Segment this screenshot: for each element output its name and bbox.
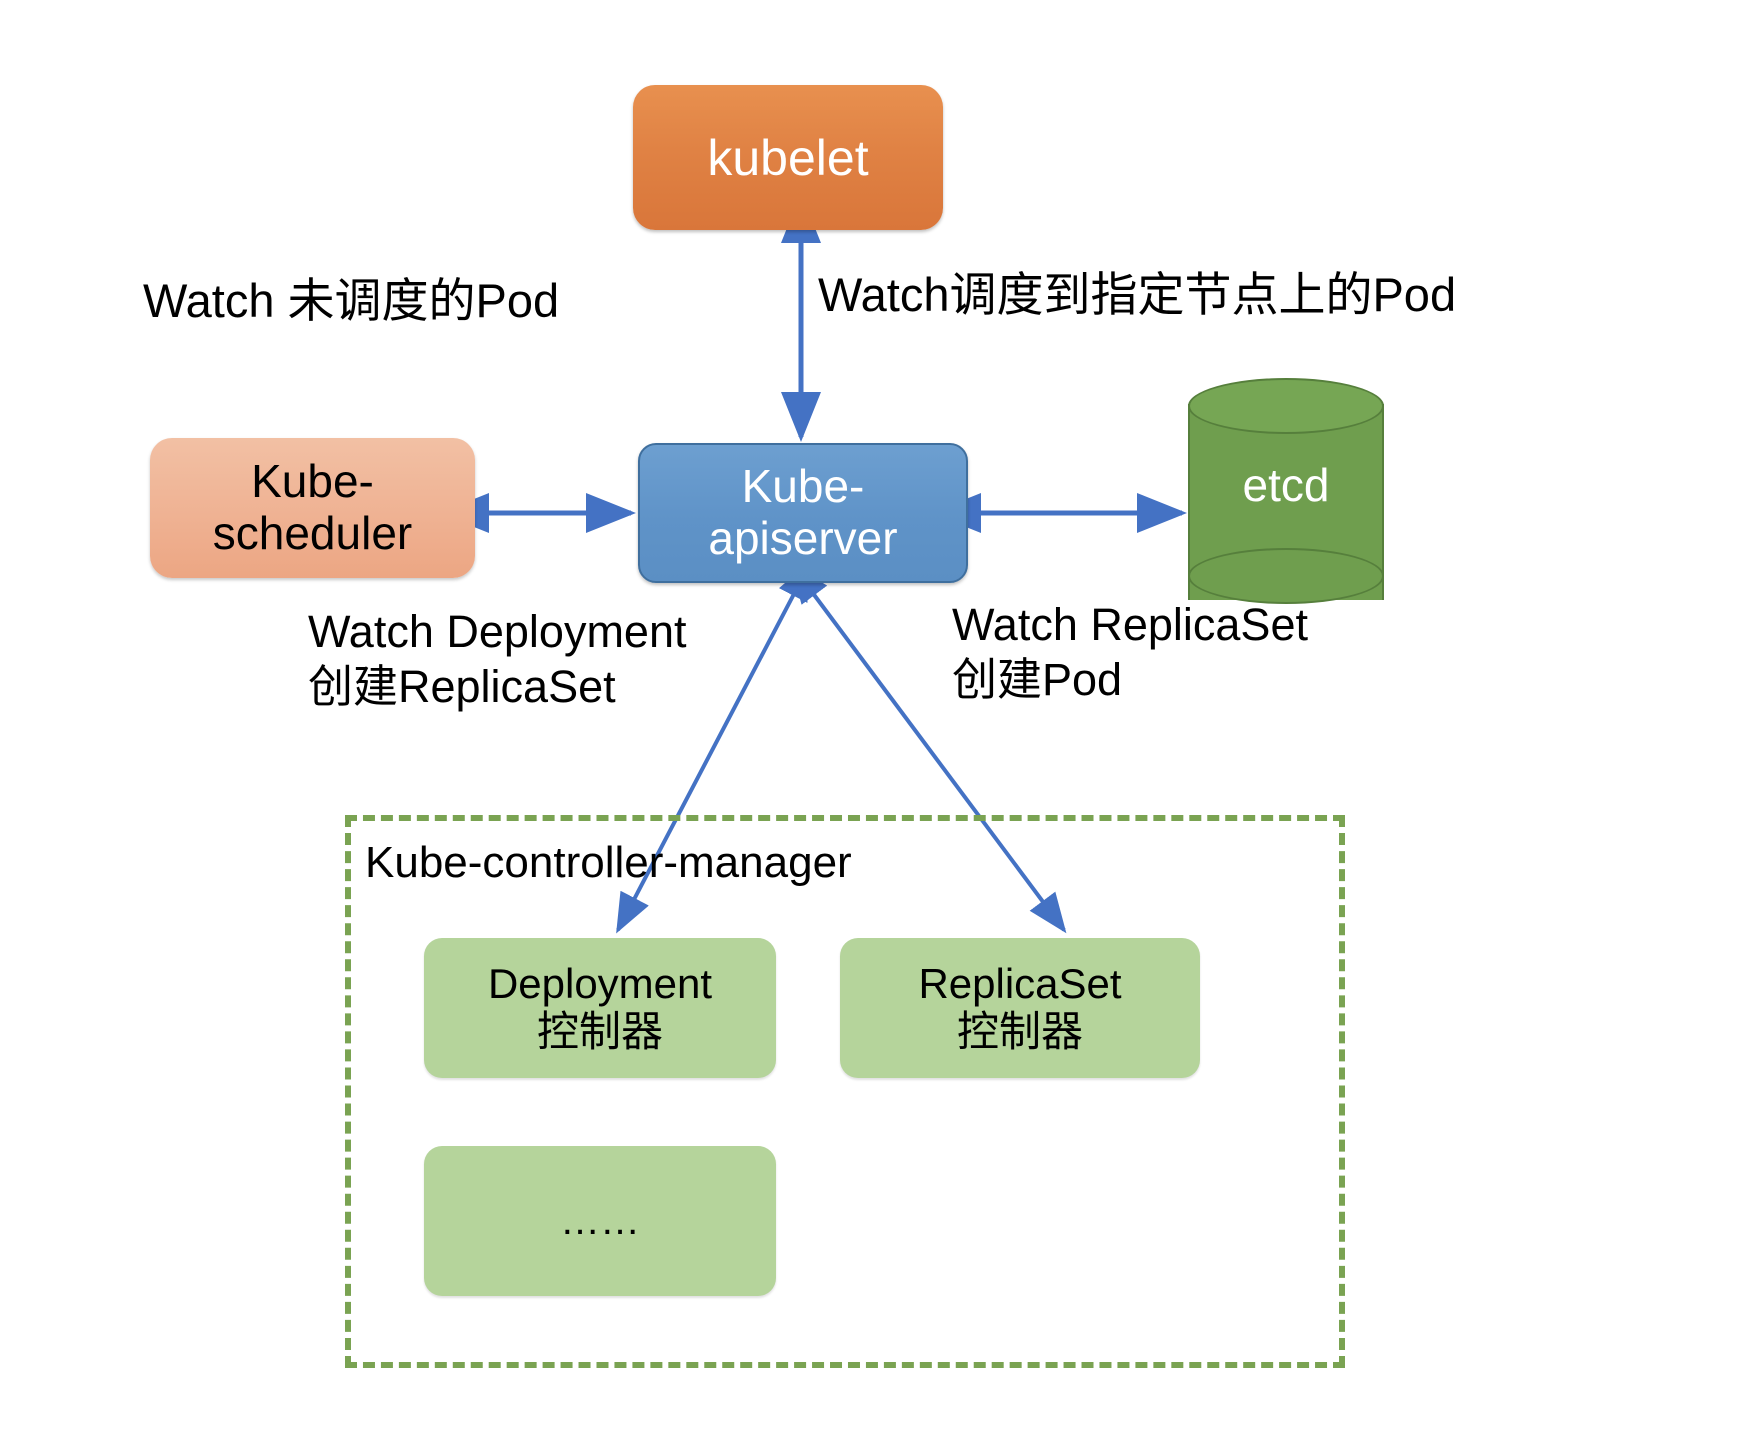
node-deployment-controller[interactable]: Deployment 控制器 bbox=[424, 938, 776, 1078]
kube-controller-manager-title: Kube-controller-manager bbox=[365, 838, 852, 887]
edge-label-watch-replicaset: Watch ReplicaSet 创建Pod bbox=[952, 599, 1308, 705]
etcd-label: etcd bbox=[1242, 459, 1330, 511]
edge-label-watch-unscheduled-pod: Watch 未调度的Pod bbox=[143, 274, 560, 327]
node-etcd[interactable]: etcd bbox=[1188, 378, 1384, 626]
kube-controller-manager-container bbox=[345, 815, 1345, 1368]
node-kube-scheduler[interactable]: Kube- scheduler bbox=[150, 438, 475, 578]
etcd-cylinder-bottom bbox=[1188, 548, 1384, 604]
node-kube-apiserver[interactable]: Kube- apiserver bbox=[638, 443, 968, 583]
node-more-controllers[interactable]: …… bbox=[424, 1146, 776, 1296]
etcd-cylinder-top bbox=[1188, 378, 1384, 434]
edge-label-watch-deployment: Watch Deployment 创建ReplicaSet bbox=[308, 606, 687, 712]
edge-label-watch-scheduled-pod: Watch调度到指定节点上的Pod bbox=[818, 268, 1457, 321]
node-kubelet[interactable]: kubelet bbox=[633, 85, 943, 230]
node-replicaset-controller[interactable]: ReplicaSet 控制器 bbox=[840, 938, 1200, 1078]
